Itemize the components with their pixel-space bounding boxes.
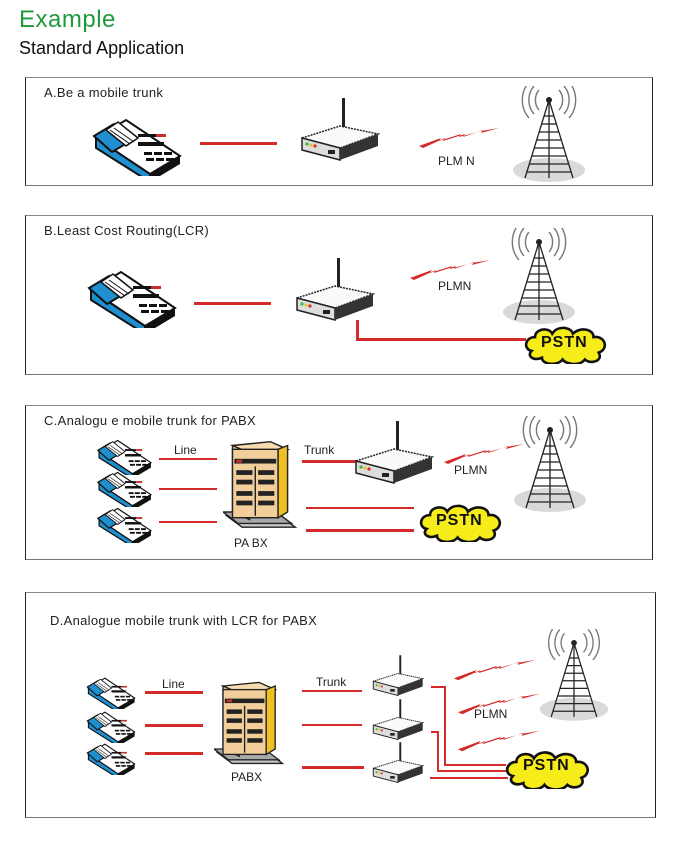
phone-icon	[84, 710, 139, 743]
gsm-gateway-icon	[372, 742, 424, 788]
line-connector	[145, 752, 203, 755]
pstn-connector	[437, 731, 439, 771]
radio-link-icon	[419, 128, 499, 148]
pstn-connector	[306, 529, 414, 532]
line-connector	[145, 724, 203, 727]
pstn-connector	[444, 764, 506, 766]
trunk-connector	[302, 690, 362, 692]
trunk-connector	[302, 766, 364, 769]
pabx-icon	[214, 677, 286, 767]
phone-icon	[94, 470, 156, 507]
pstn-connector	[431, 686, 445, 688]
cell-tower-icon	[536, 629, 612, 725]
pabx-label: PA BX	[234, 536, 268, 550]
panel-b: B.Least Cost Routing(LCR) PLMN PSTN	[25, 215, 653, 375]
panel-a-label: A.Be a mobile trunk	[44, 85, 164, 100]
phone-icon	[84, 742, 139, 775]
line-connector	[200, 142, 277, 145]
line-connector	[159, 488, 217, 490]
panel-c: C.Analogu e mobile trunk for PABX Line P…	[25, 405, 653, 560]
line-label: Line	[174, 443, 197, 457]
pstn-label: PSTN	[541, 334, 588, 351]
plmn-label: PLMN	[454, 463, 488, 477]
gsm-gateway-icon	[354, 421, 434, 491]
pabx-icon	[223, 436, 299, 531]
cell-tower-icon	[499, 228, 579, 328]
pstn-connector	[306, 507, 414, 509]
trunk-connector	[302, 460, 358, 463]
trunk-connector	[302, 724, 362, 726]
line-label: Line	[162, 677, 185, 691]
pstn-connector	[356, 338, 526, 341]
pstn-label: PSTN	[436, 512, 483, 529]
panel-d-label: D.Analogue mobile trunk with LCR for PAB…	[50, 613, 318, 628]
phone-icon	[94, 506, 156, 543]
panel-b-label: B.Least Cost Routing(LCR)	[44, 223, 210, 238]
gsm-gateway-icon	[372, 699, 424, 745]
pabx-label: PABX	[231, 770, 263, 784]
pstn-connector	[356, 320, 359, 340]
pstn-connector	[437, 770, 507, 772]
radio-link-icon	[410, 260, 490, 280]
plmn-label: PLMN	[474, 707, 508, 721]
pstn-connector	[444, 686, 446, 766]
plmn-label: PLMN	[438, 279, 472, 293]
phone-icon	[88, 116, 188, 176]
trunk-label: Trunk	[316, 675, 347, 689]
line-connector	[194, 302, 271, 305]
gsm-gateway-icon	[295, 258, 375, 328]
line-connector	[145, 691, 203, 694]
gsm-gateway-icon	[372, 655, 424, 701]
cell-tower-icon	[509, 86, 589, 186]
page-title: Example	[19, 6, 116, 33]
phone-icon	[83, 268, 183, 328]
page-subtitle: Standard Application	[19, 38, 185, 58]
plmn-label: PLM N	[438, 154, 475, 168]
radio-link-icon	[454, 659, 536, 681]
trunk-label: Trunk	[304, 443, 335, 457]
line-connector	[159, 458, 217, 460]
pstn-connector	[431, 731, 439, 733]
line-connector	[159, 521, 217, 523]
panel-a: A.Be a mobile trunk PLM N	[25, 77, 653, 186]
phone-icon	[84, 676, 139, 709]
panel-c-label: C.Analogu e mobile trunk for PABX	[44, 413, 256, 428]
gsm-gateway-icon	[300, 98, 380, 168]
cell-tower-icon	[510, 416, 590, 516]
panel-d: D.Analogue mobile trunk with LCR for PAB…	[25, 592, 656, 818]
pstn-connector	[430, 777, 508, 779]
pstn-label: PSTN	[523, 757, 570, 774]
